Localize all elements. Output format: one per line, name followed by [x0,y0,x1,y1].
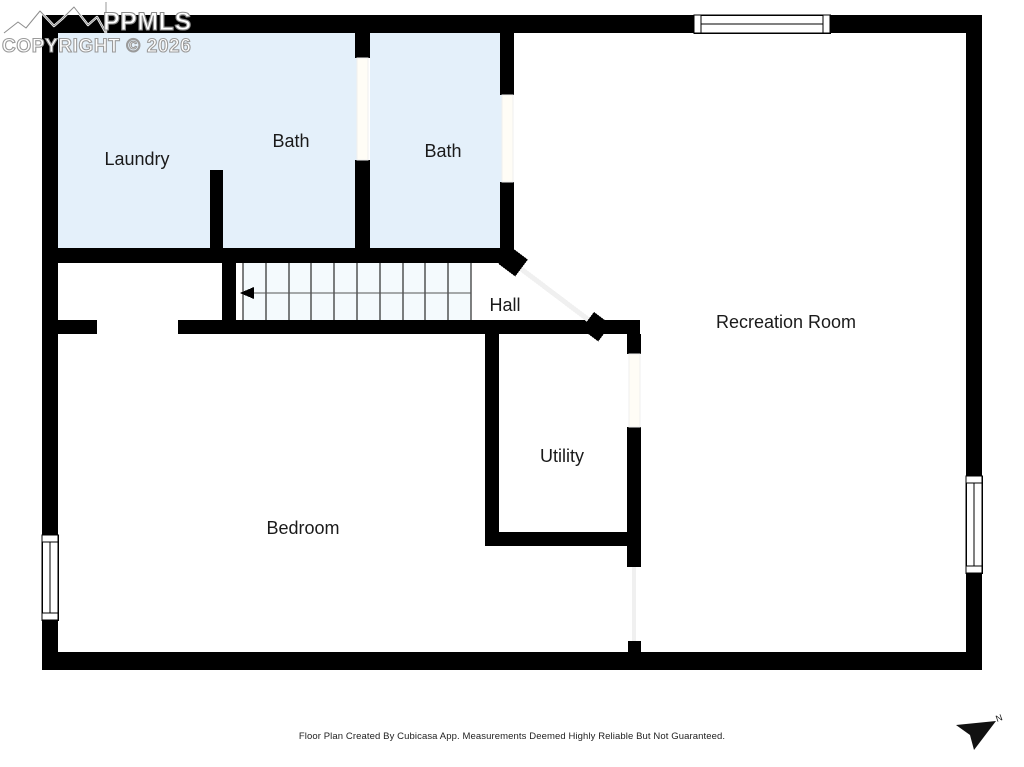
staircase [240,259,472,323]
wall-top-right [830,15,982,33]
room-label-recreation-room: Recreation Room [716,312,856,332]
wall-under-closet-left [42,320,97,334]
stairs-direction-arrow [240,287,471,299]
room-label-laundry: Laundry [104,149,169,169]
room-fill-bath-right [370,33,505,248]
wall-laundry-bath-left [210,170,223,248]
wall-bottom [42,652,982,670]
room-label-hall: Hall [489,295,520,315]
windows [41,14,983,621]
wall-bath-divider-upper [355,33,370,58]
door-utility [628,353,641,428]
wall-utility-east-lower [627,427,641,567]
wall-bath-right-east-upper [500,33,514,95]
wall-left-upper [42,15,58,535]
wall-utility-east-upper [627,334,641,354]
window-left-wall [41,534,59,621]
wall-right-upper [966,15,982,476]
room-fill-bath-left [222,33,362,248]
door-bath-divider [356,57,369,161]
window-top-wall [693,14,831,34]
wall-bath-right-east-lower [500,182,514,248]
room-label-bath-left: Bath [272,131,309,151]
window-right-wall [965,475,983,574]
wall-bath-divider-lower [355,160,370,248]
wall-top-left [42,15,694,33]
wall-under-wet-rooms [42,248,514,263]
wall-closet-east [222,255,236,327]
footer-disclaimer: Floor Plan Created By Cubicasa App. Meas… [298,731,726,742]
wall-bedroom-recreation-nub [628,641,641,654]
room-fills [57,33,505,324]
room-labels: Laundry Bath Bath Hall Recreation Room U… [104,131,856,538]
partition-bedroom-recreation [632,567,636,652]
exterior-walls [42,15,982,670]
interior-walls [42,33,641,654]
room-label-bath-right: Bath [424,141,461,161]
north-arrow-icon: N [956,712,1004,750]
opening-hall-to-recreation [498,246,611,342]
room-label-bedroom: Bedroom [266,518,339,538]
wall-utility-south [485,532,640,546]
room-label-utility: Utility [540,446,584,466]
room-fill-laundry [57,33,222,248]
compass-label: N [994,712,1004,724]
wall-right-lower [966,573,982,670]
wall-under-stairs [236,320,640,334]
wall-utility-west [485,334,499,546]
door-bath-right-to-hall [501,94,514,183]
wall-under-closet-right [178,320,236,334]
